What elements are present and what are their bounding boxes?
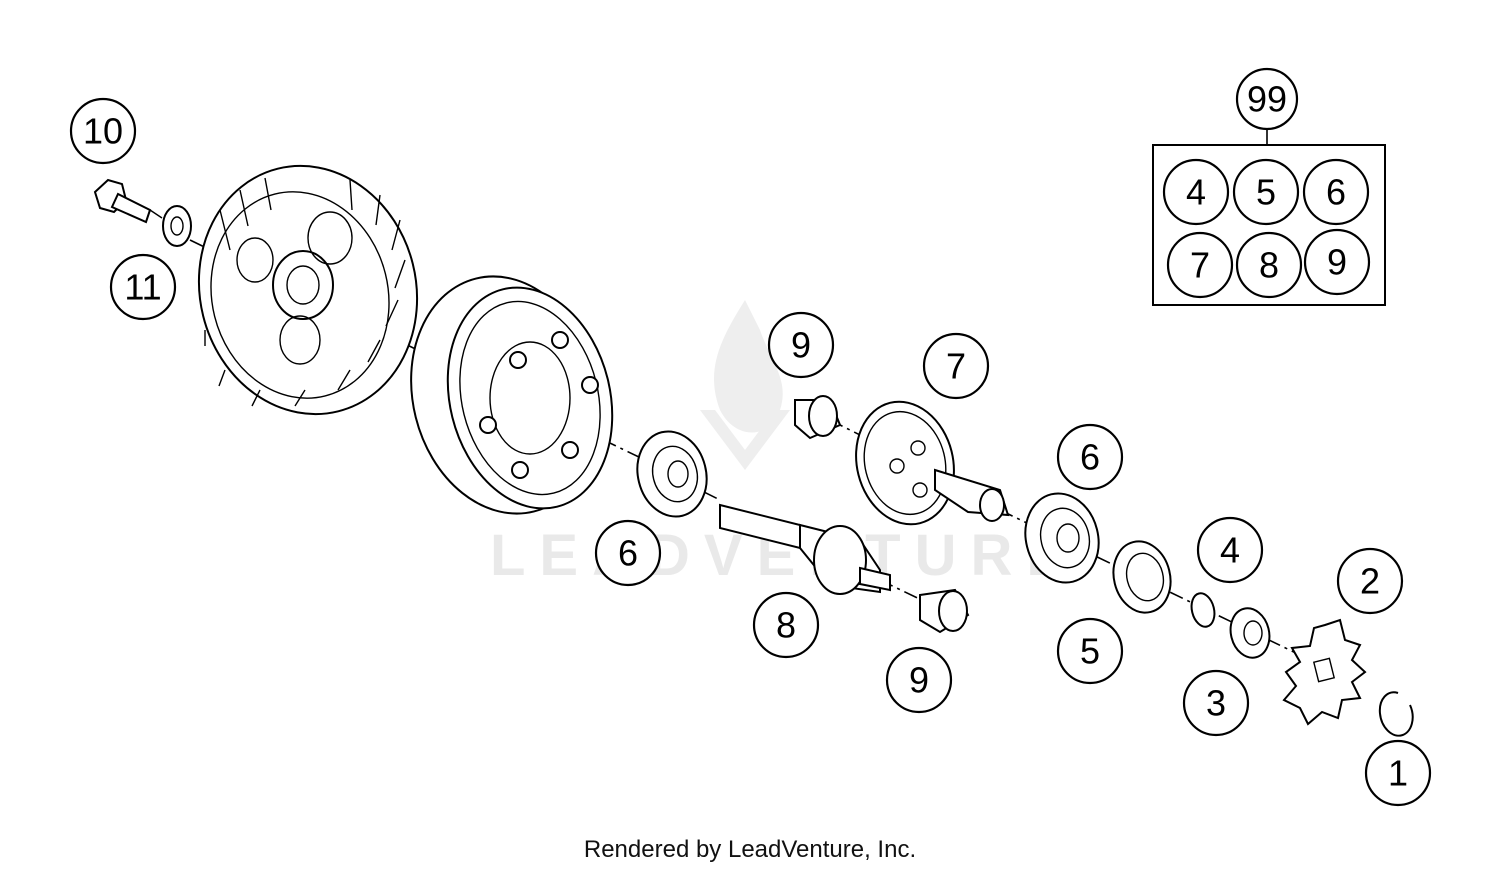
kit-item-callout[interactable]: 5 bbox=[1232, 158, 1300, 226]
clutch-pack-part bbox=[410, 275, 614, 515]
sprocket-part bbox=[1282, 618, 1367, 726]
kit-callout-label: 99 bbox=[1247, 79, 1287, 120]
gear-shaft-part bbox=[855, 400, 1010, 526]
footer-credit: Rendered by LeadVenture, Inc. bbox=[583, 836, 917, 863]
callout-label: 8 bbox=[776, 605, 796, 646]
callout-9-top[interactable]: 9 bbox=[767, 311, 835, 379]
callout-4[interactable]: 4 bbox=[1196, 516, 1264, 584]
callout-label: 1 bbox=[1388, 753, 1408, 794]
callout-label: 7 bbox=[946, 346, 966, 387]
circlip-part bbox=[1378, 691, 1414, 737]
callout-label: 9 bbox=[791, 325, 811, 366]
callout-6-left[interactable]: 6 bbox=[594, 519, 662, 587]
kit-item-label: 4 bbox=[1186, 172, 1206, 213]
kit-item-callout[interactable]: 9 bbox=[1303, 228, 1371, 296]
spacer-part bbox=[1229, 607, 1271, 659]
callout-label: 2 bbox=[1360, 561, 1380, 602]
seal-part bbox=[1112, 540, 1172, 614]
needle-bearing-top-part bbox=[794, 395, 842, 440]
callout-1[interactable]: 1 bbox=[1364, 739, 1432, 807]
kit-item-label: 9 bbox=[1327, 242, 1347, 283]
kit-item-label: 6 bbox=[1326, 172, 1346, 213]
bearing-part bbox=[636, 430, 708, 518]
callout-6-right[interactable]: 6 bbox=[1056, 423, 1124, 491]
callout-9-bottom[interactable]: 9 bbox=[885, 646, 953, 714]
o-ring-part bbox=[1190, 592, 1216, 628]
kit-item-callout[interactable]: 7 bbox=[1166, 231, 1234, 299]
kit-item-label: 5 bbox=[1256, 172, 1276, 213]
callout-10[interactable]: 10 bbox=[69, 97, 137, 165]
watermark-flame-icon bbox=[700, 300, 790, 470]
callout-label: 5 bbox=[1080, 631, 1100, 672]
callout-8[interactable]: 8 bbox=[752, 591, 820, 659]
kit-item-callout[interactable]: 8 bbox=[1235, 231, 1303, 299]
kit-group: 99 4 5 6 7 8 9 bbox=[1152, 67, 1386, 306]
bolt-part bbox=[93, 178, 163, 224]
callout-label: 3 bbox=[1206, 683, 1226, 724]
callout-2[interactable]: 2 bbox=[1336, 547, 1404, 615]
kit-item-label: 8 bbox=[1259, 245, 1279, 286]
kit-item-callout[interactable]: 4 bbox=[1162, 158, 1230, 226]
washer-part bbox=[162, 205, 192, 247]
callout-7[interactable]: 7 bbox=[922, 332, 990, 400]
callout-label: 4 bbox=[1220, 530, 1240, 571]
bearing-part bbox=[1024, 492, 1100, 584]
shaft-part bbox=[719, 503, 891, 595]
callout-label: 9 bbox=[909, 660, 929, 701]
kit-callout[interactable]: 99 bbox=[1235, 67, 1299, 131]
kit-item-label: 7 bbox=[1190, 245, 1210, 286]
needle-bearing-bottom-part bbox=[919, 588, 970, 634]
clutch-basket-part bbox=[197, 164, 419, 416]
callout-label: 11 bbox=[124, 267, 161, 308]
callout-label: 6 bbox=[618, 533, 638, 574]
callout-11[interactable]: 11 bbox=[109, 253, 177, 321]
callout-3[interactable]: 3 bbox=[1182, 669, 1250, 737]
callout-label: 6 bbox=[1080, 437, 1100, 478]
kit-item-callout[interactable]: 6 bbox=[1302, 158, 1370, 226]
callout-5[interactable]: 5 bbox=[1056, 617, 1124, 685]
callout-label: 10 bbox=[83, 111, 123, 152]
